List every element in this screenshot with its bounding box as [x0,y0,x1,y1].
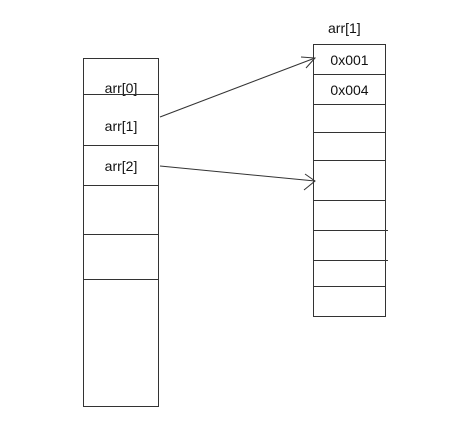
right-array-cell-1-label: 0x004 [330,82,369,98]
left-array-cell-0: arr[0] [84,69,158,106]
right-array: 0x001 0x004 [313,44,386,317]
right-row-divider [313,230,388,231]
right-row-divider [313,132,386,133]
right-array-cell-0-label: 0x001 [330,52,369,68]
left-array-cell-2: arr[2] [84,146,158,186]
right-row-divider [313,160,386,161]
left-array-cell-1-label: arr[1] [104,118,138,134]
arrow-arr2-to-cell-head [303,173,316,191]
arrow-arr1-to-0x001 [159,57,316,118]
left-row-divider [83,145,159,146]
right-array-cell-0: 0x001 [314,45,385,75]
right-array-title: arr[1] [328,20,361,36]
left-array: arr[0] arr[1] arr[2] [83,58,159,407]
right-row-divider [313,104,386,105]
right-row-divider [313,74,386,75]
left-row-divider [83,234,159,235]
left-row-divider [83,279,159,280]
left-array-cell-2-label: arr[2] [104,158,138,174]
left-row-divider [83,185,159,186]
right-row-divider [313,200,386,201]
right-array-cell-1: 0x004 [314,75,385,105]
left-row-divider [83,94,159,95]
left-array-cell-0-label: arr[0] [104,79,138,96]
arrow-arr1-to-0x001-head [300,56,317,69]
right-row-divider [313,260,388,261]
right-row-divider [313,286,386,287]
left-array-cell-1: arr[1] [84,106,158,146]
arrow-arr2-to-cell [159,165,316,182]
